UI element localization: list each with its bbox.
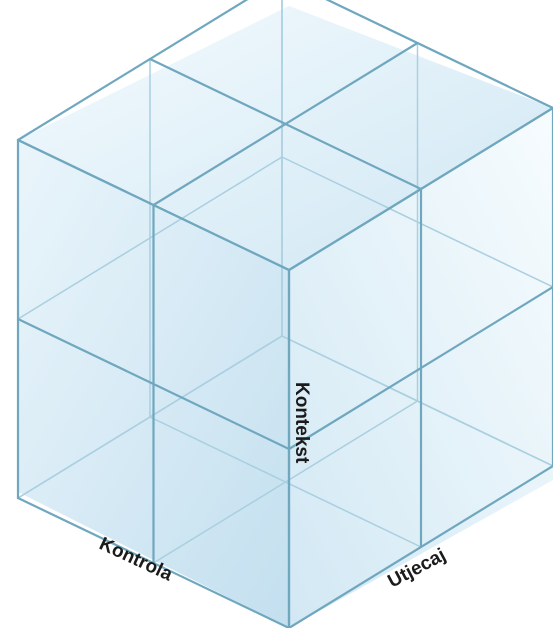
axis-label-kontekst: Kontekst — [291, 382, 312, 464]
cube-faces — [18, 6, 553, 628]
